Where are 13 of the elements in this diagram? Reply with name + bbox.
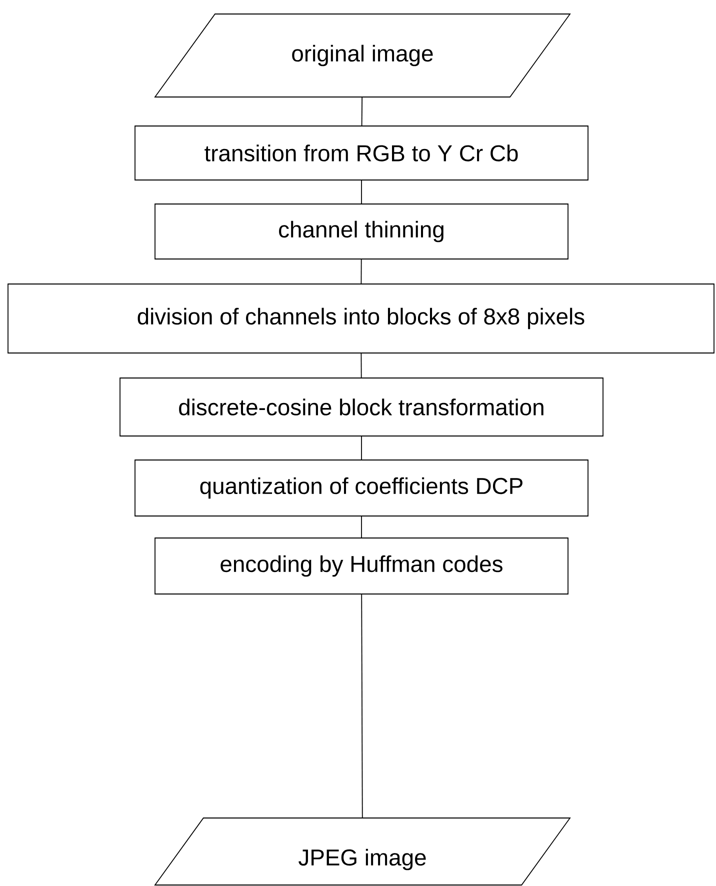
connector-line: [361, 436, 362, 460]
process-box: channel thinning: [154, 204, 568, 260]
process-box: transition from RGB to Y Cr Cb: [134, 126, 588, 180]
process-box: division of channels into blocks of 8x8 pixels: [8, 284, 714, 354]
process-box: discrete-cosine block transformation: [120, 378, 604, 436]
connector-line: [361, 180, 362, 204]
connector-line: [360, 353, 362, 378]
connector-line: [361, 516, 362, 538]
process-box: encoding by Huffman codes: [154, 538, 568, 594]
connector-line: [361, 97, 363, 126]
process-box: quantization of coefficients DCP: [134, 460, 588, 516]
connector-line: [361, 594, 363, 818]
connector-line: [360, 259, 362, 284]
